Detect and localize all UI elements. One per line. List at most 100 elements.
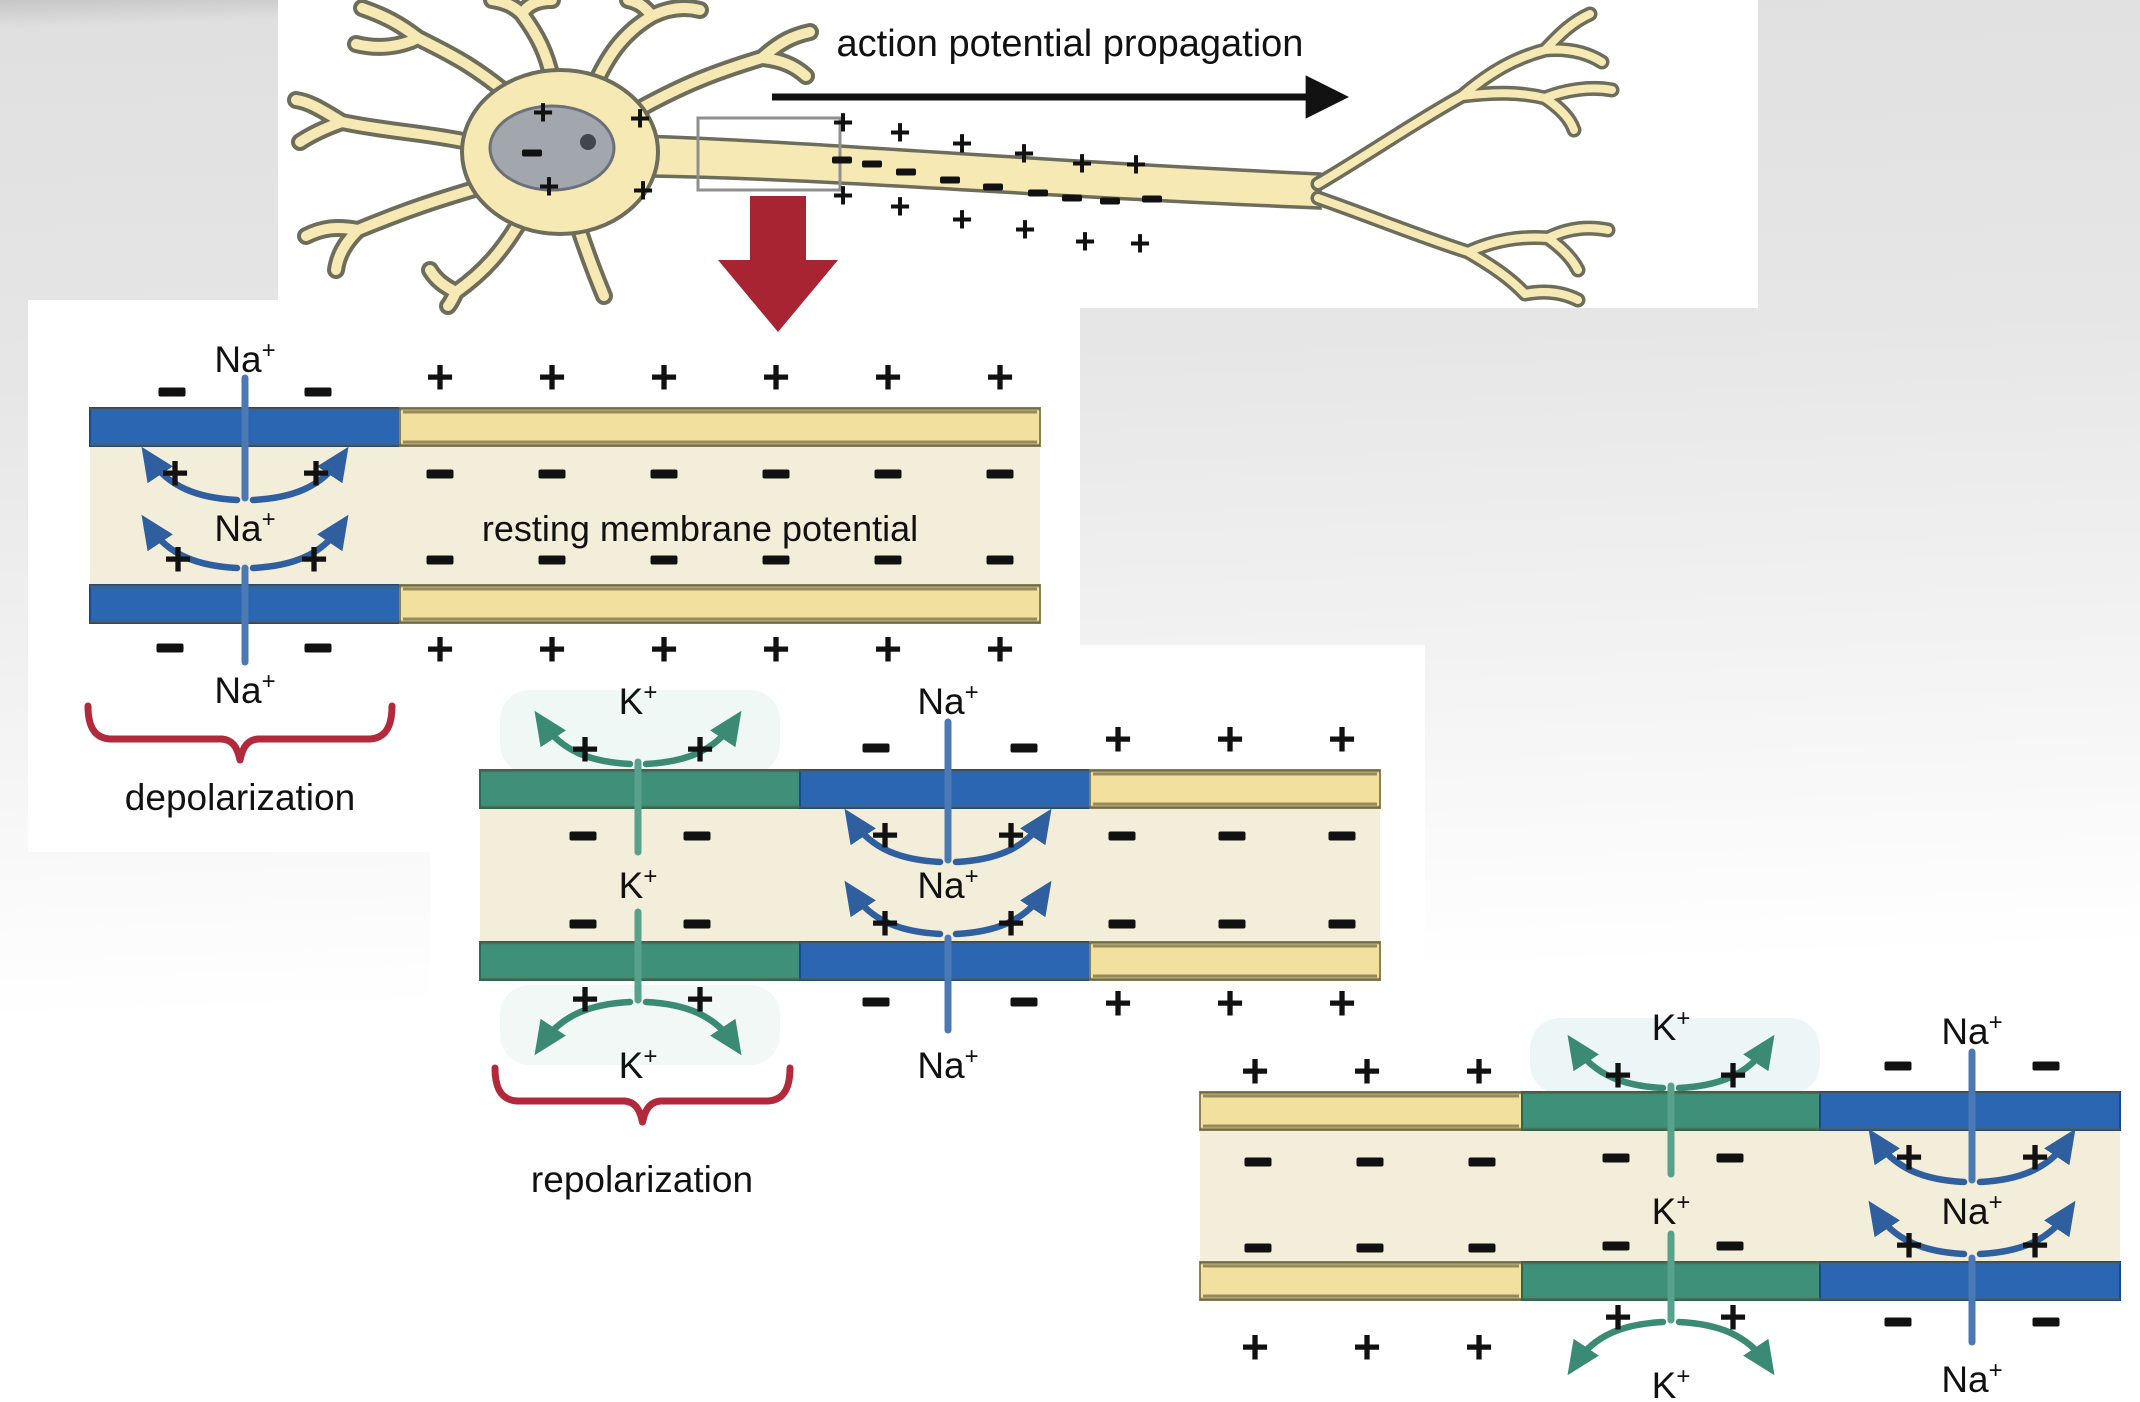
charge-plus: +: [1465, 1322, 1493, 1375]
membrane-segment-mem: [1199, 1261, 1523, 1301]
charge-plus: +: [571, 974, 599, 1027]
charge-plus: +: [426, 624, 454, 677]
charge-plus: +: [1241, 1046, 1269, 1099]
charge-plus: +: [650, 624, 678, 677]
charge-minus: [2032, 1317, 2060, 1327]
charge-minus: [426, 555, 454, 565]
k-current-arrow: [534, 710, 634, 768]
charge-plus: +: [1353, 1322, 1381, 1375]
k-current-arrow: [534, 998, 634, 1056]
charge-plus: +: [538, 624, 566, 677]
membrane-segment-mem: [399, 407, 1041, 447]
na-ion-label-bottom: Na+: [917, 1043, 978, 1086]
charge-minus: [896, 168, 916, 176]
charge-plus: +: [1074, 221, 1095, 262]
charge-minus: [569, 919, 597, 929]
charge-plus: +: [1604, 1292, 1632, 1345]
membrane-segment-mem: [1089, 769, 1381, 809]
red-brace: [491, 1064, 794, 1126]
charge-minus: [304, 643, 332, 653]
charge-plus: +: [532, 92, 553, 133]
resting-membrane-label: resting membrane potential: [482, 508, 918, 549]
charge-plus: +: [164, 534, 192, 587]
charge-minus: [683, 919, 711, 929]
axon-charge-marks: ++++++++++++++++: [522, 92, 1162, 264]
charge-minus: [522, 149, 542, 157]
charge-minus: [1716, 1241, 1744, 1251]
charge-minus: [538, 555, 566, 565]
charge-plus: +: [161, 448, 189, 501]
charge-plus: +: [986, 624, 1014, 677]
charge-plus: +: [889, 186, 910, 227]
na-current-arrow: [249, 514, 349, 572]
nucleolus: [580, 134, 596, 150]
charge-minus: [538, 469, 566, 479]
charge-plus: +: [1104, 714, 1132, 767]
cytoplasm-restored: [1200, 1130, 2120, 1262]
charge-minus: [862, 997, 890, 1007]
charge-plus: +: [1125, 144, 1146, 185]
diagram-repolarizing: K+K+K+Na+Na+Na+++++++++++++++: [479, 679, 1381, 1126]
na-ion-label-center: Na+: [1941, 1189, 2002, 1232]
figure-title: action potential propagation: [837, 23, 1304, 65]
charge-minus: [158, 387, 186, 397]
k-ion-label-center: K+: [619, 863, 658, 906]
charge-plus: +: [632, 170, 653, 211]
na-current-arrow: [1868, 1200, 1968, 1258]
na-ion-label-top: Na+: [1941, 1009, 2002, 1052]
charge-plus: +: [1465, 1046, 1493, 1099]
charge-minus: [304, 387, 332, 397]
charge-minus: [874, 469, 902, 479]
charge-minus: [1244, 1243, 1272, 1253]
charge-minus: [1142, 195, 1162, 203]
k-current-arrow: [1675, 1034, 1775, 1092]
charge-plus: +: [1014, 209, 1035, 250]
charge-plus: +: [832, 175, 853, 216]
k-current-arrow: [1567, 1034, 1667, 1092]
charge-plus: +: [1895, 1220, 1923, 1273]
axon-terminals-fill: [1314, 10, 1616, 304]
charge-minus: [1468, 1157, 1496, 1167]
charge-plus: +: [1895, 1132, 1923, 1185]
charge-minus: [1108, 919, 1136, 929]
k-ion-label-bottom: K+: [619, 1043, 658, 1086]
charge-minus: [683, 831, 711, 841]
na-current-arrow: [1868, 1128, 1968, 1186]
charge-plus: +: [997, 810, 1025, 863]
charge-plus: +: [1353, 1046, 1381, 1099]
charge-minus: [1328, 831, 1356, 841]
na-ion-label-top: Na+: [214, 337, 275, 380]
na-current-arrow: [844, 880, 944, 938]
charge-plus: +: [629, 98, 650, 139]
charge-plus: +: [871, 810, 899, 863]
charge-minus: [1010, 743, 1038, 753]
charge-minus: [986, 555, 1014, 565]
k-ion-label-center: K+: [1652, 1189, 1691, 1232]
charge-plus: +: [1216, 978, 1244, 1031]
k-current-arrow: [1567, 1318, 1667, 1376]
neuron-illustration: [287, 0, 1620, 315]
charge-minus: [1884, 1061, 1912, 1071]
charge-plus: +: [762, 352, 790, 405]
na-current-arrow: [141, 446, 241, 504]
charge-plus: +: [1719, 1050, 1747, 1103]
axon: [640, 134, 1322, 210]
charge-minus: [1100, 197, 1120, 205]
charge-plus: +: [300, 534, 328, 587]
depolarization-label: depolarization: [125, 777, 355, 818]
charge-minus: [1356, 1243, 1384, 1253]
charge-minus: [1010, 997, 1038, 1007]
na-current-arrow: [249, 446, 349, 504]
na-ion-label-center: Na+: [214, 506, 275, 549]
charge-minus: [1602, 1153, 1630, 1163]
charge-minus: [1062, 194, 1082, 202]
charge-minus: [762, 555, 790, 565]
charge-minus: [1108, 831, 1136, 841]
charge-minus: [650, 555, 678, 565]
red-brace: [84, 702, 396, 764]
charge-plus: +: [571, 724, 599, 777]
charge-plus: +: [686, 724, 714, 777]
k-current-arrow: [1675, 1318, 1775, 1376]
charge-plus: +: [1328, 714, 1356, 767]
charge-minus: [940, 176, 960, 184]
